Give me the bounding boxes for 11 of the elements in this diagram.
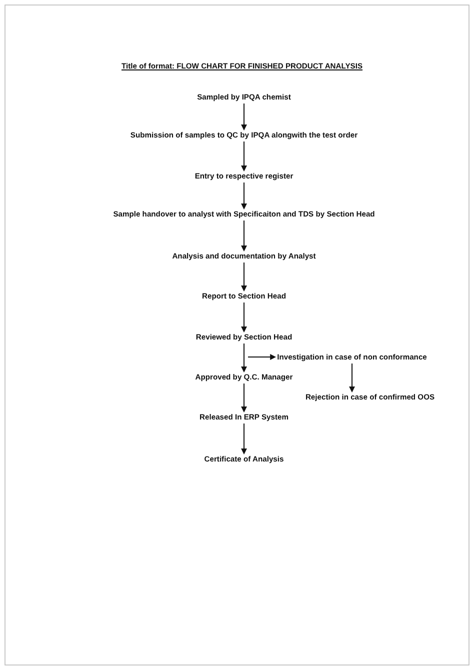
arrow [241, 302, 247, 332]
arrow [241, 262, 247, 292]
arrow [241, 343, 247, 372]
arrow [241, 220, 247, 252]
arrow [241, 423, 247, 454]
arrow [349, 363, 355, 392]
arrow [241, 141, 247, 172]
arrow [241, 383, 247, 412]
arrow [241, 182, 247, 210]
arrow [241, 103, 247, 130]
arrow [248, 354, 276, 360]
